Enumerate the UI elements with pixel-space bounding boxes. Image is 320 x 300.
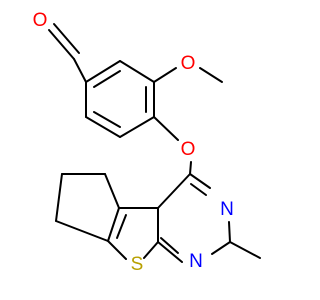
benzene-inner-bond-3 — [93, 111, 121, 128]
pyrimidine-n3-c2-bond — [228, 221, 231, 243]
methoxy-group — [153, 67, 223, 83]
aldehyde-oxygen-label: O — [33, 10, 48, 31]
methoxy-oxygen-label: O — [181, 53, 196, 74]
pyrimidine-c4-n3-bond — [189, 173, 211, 189]
thiophene-s-c7a-bond — [143, 241, 159, 259]
benzene-bond-4 — [119, 116, 155, 138]
thiophene-sulfur-label: S — [131, 254, 144, 275]
pyrimidine-c4a-c4-bond — [157, 173, 191, 209]
molecule-structure: O O O S N N — [33, 10, 261, 275]
methoxy-o-ch3-bond — [199, 67, 223, 83]
pyrimidine-ring — [157, 173, 231, 263]
benzene-inner-bond-1 — [93, 70, 121, 88]
thiophene-c-s-bond — [107, 240, 127, 260]
cyclopentane-bond-4 — [55, 220, 109, 242]
cyclopentane-ring — [55, 173, 120, 242]
methyl-group — [229, 241, 261, 259]
pyrimidine-c4-n3-inner — [190, 183, 207, 196]
cyclopentane-bond-3 — [55, 173, 63, 222]
pyrimidine-n1-c7a-bond — [157, 241, 183, 263]
benzene-bond-2 — [119, 60, 155, 83]
benzene-bond-1 — [85, 60, 121, 83]
aldehyde-group — [48, 23, 87, 83]
methyl-bond — [229, 241, 261, 259]
thiophene-c3a-c-inner — [116, 214, 127, 239]
structure-canvas: O O O S N N — [33, 10, 261, 275]
ether-ring-o-bond — [153, 116, 179, 141]
cyclopentane-bond-1 — [104, 173, 120, 209]
ether-oxygen-label: O — [181, 139, 196, 160]
pyrimidine-n1-label: N — [189, 251, 203, 272]
aldehyde-co-bond-2 — [53, 23, 80, 54]
ether-o-pyrimidine-bond — [189, 161, 192, 175]
ether-linkage — [153, 116, 192, 175]
aldehyde-ring-bond — [73, 58, 87, 83]
pyrimidine-n3-label: N — [220, 199, 234, 220]
benzene-ring — [85, 60, 155, 138]
benzene-bond-5 — [85, 116, 121, 138]
thiophene-ring — [107, 207, 159, 260]
aldehyde-co-bond-1 — [48, 29, 75, 60]
pyrimidine-c2-n1-bond — [211, 241, 231, 255]
methoxy-ring-o-bond — [153, 67, 177, 83]
pyrimidine-n1-c7a-inner — [160, 237, 179, 254]
thiophene-c3a-c-bond — [107, 207, 120, 242]
